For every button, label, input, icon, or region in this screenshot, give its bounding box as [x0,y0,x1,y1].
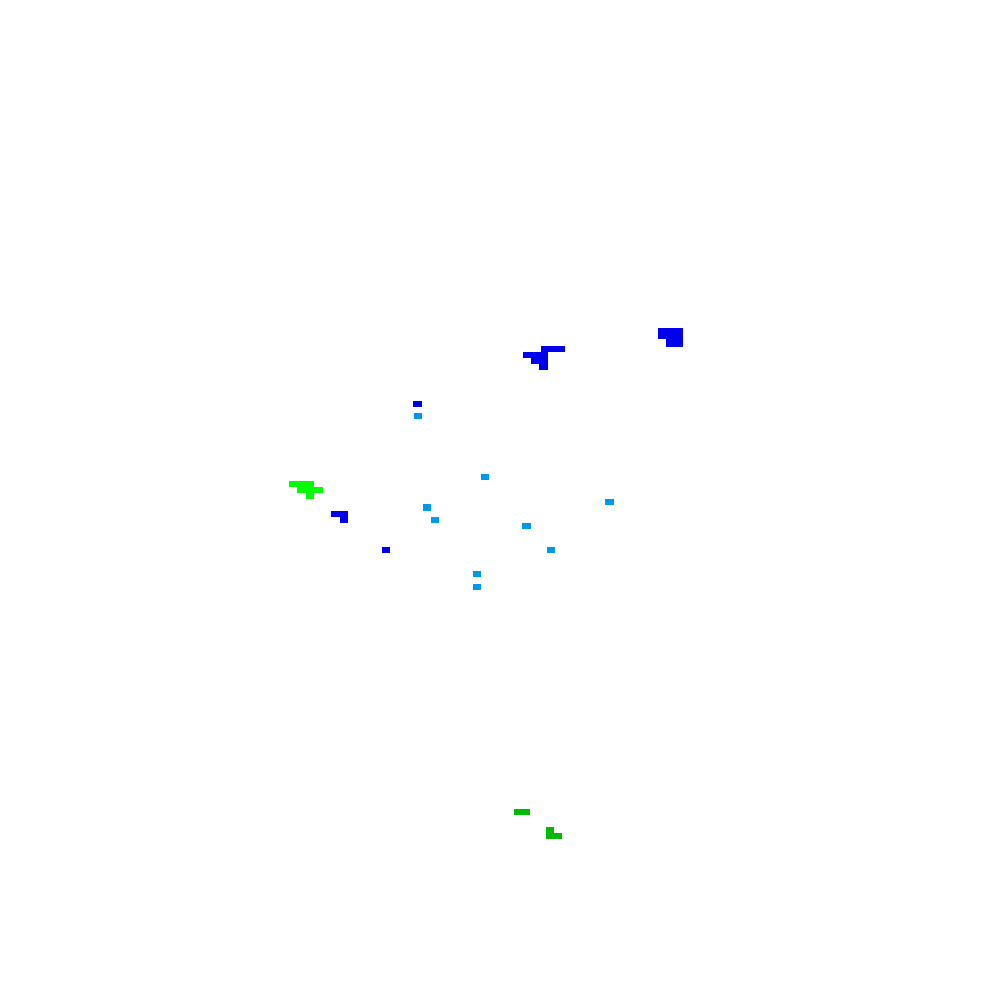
light-blue-dot-center-left-2 [431,517,439,523]
dark-blue-blob-top-right [658,328,683,347]
bright-green-blob-left [289,481,323,499]
green-blob-bottom [546,827,562,839]
light-blue-dot-upper-left [414,413,422,419]
dark-blue-blob-left [331,511,348,523]
light-blue-dot-center-right [547,547,555,553]
light-blue-dot-right [605,499,614,505]
light-blue-dot-center-left-1 [423,504,431,511]
light-blue-dot-center [522,523,531,529]
light-blue-dot-lower-2 [473,584,481,590]
dark-blue-dot-upper-left [413,401,422,407]
light-blue-dot-lower-1 [473,571,481,577]
dark-blue-blob-upper-center [523,346,565,370]
dark-blue-dot-lower-left [382,547,390,553]
light-blue-dot-center-top [481,474,489,480]
green-dash-bottom [514,809,530,815]
